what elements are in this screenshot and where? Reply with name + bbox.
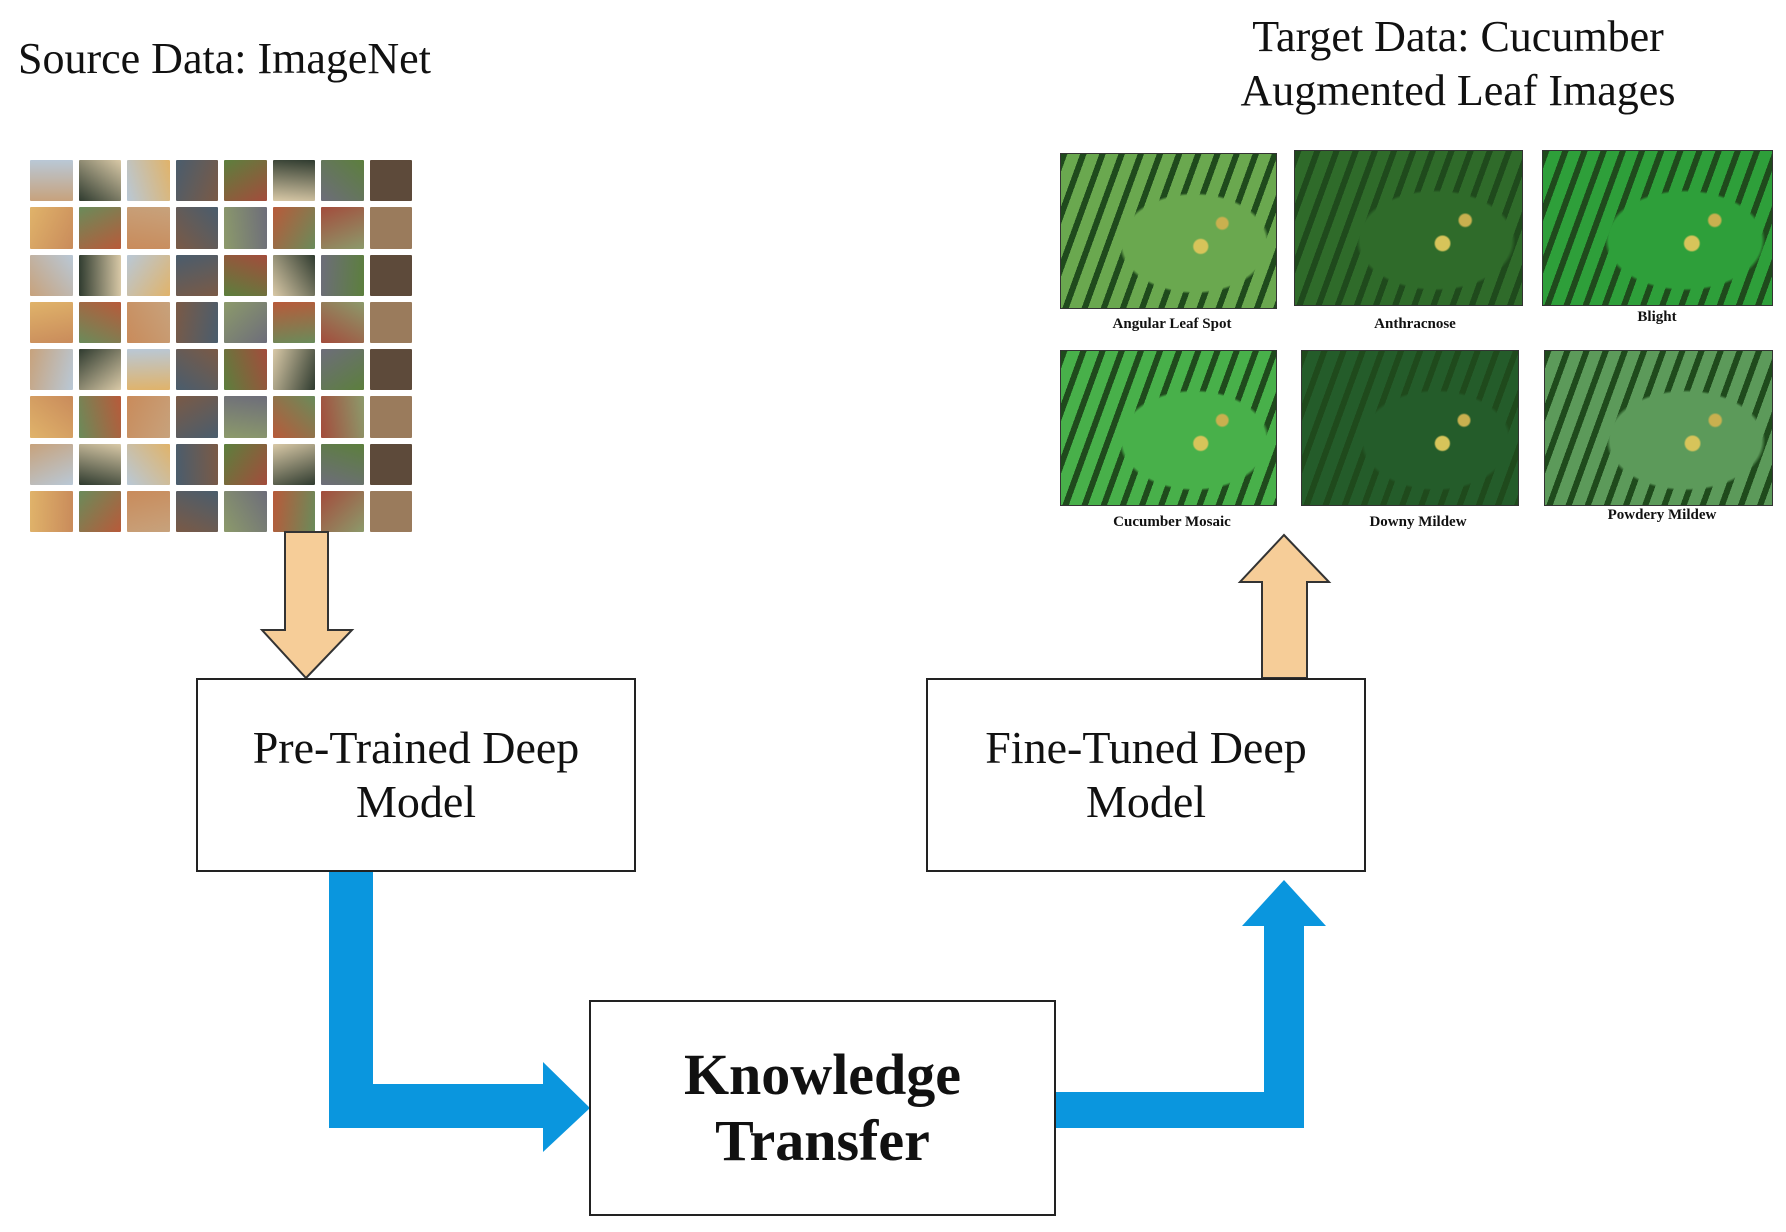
imagenet-sample-tile	[224, 349, 267, 391]
knowledge-transfer-line2: Transfer	[715, 1108, 930, 1173]
leaf-class-label: Downy Mildew	[1369, 514, 1467, 530]
source-data-title: Source Data: ImageNet	[18, 34, 431, 83]
imagenet-sample-tile	[175, 301, 218, 343]
imagenet-sample-tile	[175, 254, 218, 296]
transfer-in-arrow	[329, 872, 590, 1152]
target-data-title: Target Data: Cucumber Augmented Leaf Ima…	[1222, 10, 1694, 118]
imagenet-sample-tile	[127, 160, 170, 202]
imagenet-sample-tile	[175, 160, 218, 202]
imagenet-sample-tile	[78, 301, 121, 343]
imagenet-sample-tile	[78, 396, 121, 438]
imagenet-sample-tile	[224, 207, 267, 249]
imagenet-sample-tile	[175, 396, 218, 438]
down-data-arrow	[259, 531, 355, 680]
imagenet-sample-tile	[369, 254, 412, 296]
imagenet-sample-tile	[127, 443, 170, 485]
imagenet-sample-tile	[272, 349, 315, 391]
imagenet-sample-tile	[321, 396, 364, 438]
up-data-arrow	[1237, 533, 1332, 679]
imagenet-sample-tile	[30, 160, 73, 202]
imagenet-sample-tile	[78, 443, 121, 485]
imagenet-sample-tile	[369, 160, 412, 202]
target-data-title-line2: Augmented Leaf Images	[1240, 66, 1676, 115]
leaf-image-thumbnail	[1060, 350, 1277, 506]
imagenet-image-mosaic	[30, 160, 412, 532]
imagenet-sample-tile	[175, 443, 218, 485]
imagenet-sample-tile	[175, 490, 218, 532]
imagenet-sample-tile	[369, 443, 412, 485]
imagenet-sample-tile	[272, 207, 315, 249]
leaf-image-thumbnail	[1294, 150, 1523, 306]
imagenet-sample-tile	[369, 349, 412, 391]
imagenet-sample-tile	[30, 490, 73, 532]
imagenet-sample-tile	[127, 396, 170, 438]
imagenet-sample-tile	[30, 301, 73, 343]
imagenet-sample-tile	[30, 349, 73, 391]
finetuned-model-box: Fine-Tuned Deep Model	[926, 678, 1366, 872]
imagenet-sample-tile	[127, 349, 170, 391]
leaf-class-label: Powdery Mildew	[1607, 507, 1717, 523]
imagenet-sample-tile	[272, 443, 315, 485]
knowledge-transfer-box: Knowledge Transfer	[589, 1000, 1056, 1216]
imagenet-sample-tile	[272, 160, 315, 202]
imagenet-sample-tile	[369, 207, 412, 249]
imagenet-sample-tile	[369, 396, 412, 438]
imagenet-sample-tile	[78, 490, 121, 532]
imagenet-sample-tile	[127, 301, 170, 343]
imagenet-sample-tile	[321, 301, 364, 343]
imagenet-sample-tile	[224, 160, 267, 202]
imagenet-sample-tile	[30, 207, 73, 249]
pretrained-model-line2: Model	[355, 776, 477, 827]
imagenet-sample-tile	[224, 443, 267, 485]
imagenet-sample-tile	[78, 349, 121, 391]
imagenet-sample-tile	[175, 349, 218, 391]
imagenet-sample-tile	[30, 396, 73, 438]
imagenet-sample-tile	[175, 207, 218, 249]
imagenet-sample-tile	[224, 396, 267, 438]
transfer-out-arrow	[1055, 880, 1326, 1128]
leaf-image-thumbnail	[1060, 153, 1277, 309]
finetuned-model-line2: Model	[1085, 776, 1207, 827]
imagenet-sample-tile	[127, 254, 170, 296]
imagenet-sample-tile	[321, 254, 364, 296]
pretrained-model-line1: Pre-Trained Deep	[252, 722, 580, 773]
imagenet-sample-tile	[78, 254, 121, 296]
imagenet-sample-tile	[30, 443, 73, 485]
imagenet-sample-tile	[272, 490, 315, 532]
imagenet-sample-tile	[321, 207, 364, 249]
target-data-title-line1: Target Data: Cucumber	[1252, 12, 1664, 61]
leaf-class-label: Angular Leaf Spot	[1112, 316, 1232, 332]
imagenet-sample-tile	[321, 160, 364, 202]
imagenet-sample-tile	[224, 301, 267, 343]
leaf-class-label: Cucumber Mosaic	[1113, 514, 1231, 530]
imagenet-sample-tile	[224, 254, 267, 296]
leaf-class-label: Blight	[1637, 309, 1677, 325]
imagenet-sample-tile	[127, 207, 170, 249]
imagenet-sample-tile	[369, 301, 412, 343]
leaf-image-thumbnail	[1544, 350, 1773, 506]
imagenet-sample-tile	[224, 490, 267, 532]
leaf-image-thumbnail	[1542, 150, 1773, 306]
leaf-image-thumbnail	[1301, 350, 1519, 506]
imagenet-sample-tile	[30, 254, 73, 296]
imagenet-sample-tile	[272, 396, 315, 438]
imagenet-sample-tile	[127, 490, 170, 532]
imagenet-sample-tile	[78, 207, 121, 249]
imagenet-sample-tile	[272, 301, 315, 343]
imagenet-sample-tile	[321, 490, 364, 532]
imagenet-sample-tile	[272, 254, 315, 296]
leaf-class-label: Anthracnose	[1374, 316, 1456, 332]
knowledge-transfer-line1: Knowledge	[683, 1042, 962, 1107]
finetuned-model-line1: Fine-Tuned Deep	[985, 722, 1307, 773]
pretrained-model-box: Pre-Trained Deep Model	[196, 678, 636, 872]
imagenet-sample-tile	[78, 160, 121, 202]
imagenet-sample-tile	[321, 349, 364, 391]
imagenet-sample-tile	[369, 490, 412, 532]
imagenet-sample-tile	[321, 443, 364, 485]
